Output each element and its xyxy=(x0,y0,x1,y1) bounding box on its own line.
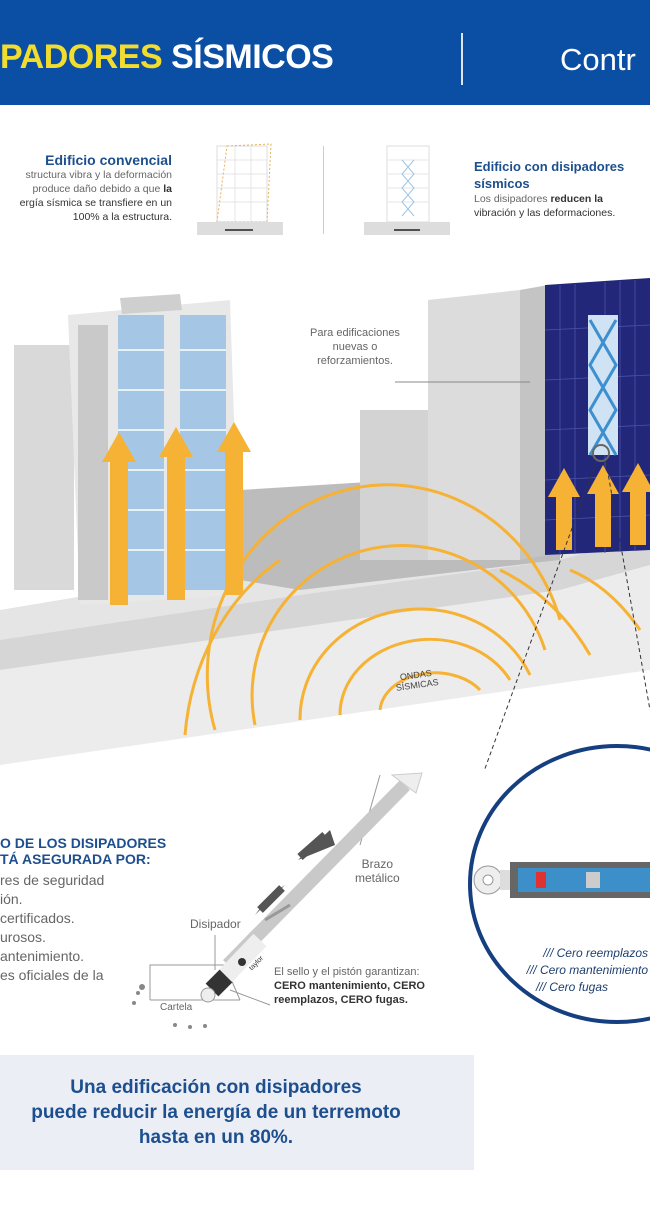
header-banner xyxy=(0,0,650,105)
quality-item: res de seguridad xyxy=(0,872,105,888)
detail-benefits: /// Cero reemplazos /// Cero mantenimien… xyxy=(490,945,648,996)
dissipator-desc-2: vibración y las deformaciones. xyxy=(474,207,616,219)
conventional-desc-1: structura vibra y la deformación xyxy=(25,169,172,181)
title-rest: SÍSMICOS xyxy=(171,38,334,76)
seal-note: El sello y el pistón garantizan: CERO ma… xyxy=(274,966,425,1006)
dissipator-title-1: Edificio con disipadores xyxy=(474,159,625,174)
header-divider xyxy=(461,33,463,85)
conventional-building-text: Edificio convencial structura vibra y la… xyxy=(0,152,172,224)
dissipator-device-diagram xyxy=(132,772,423,1029)
quality-item: urosos. xyxy=(0,929,46,945)
city-scene-illustration xyxy=(0,278,650,770)
quality-heading: O DE LOS DISIPADORES xyxy=(0,835,167,851)
header-right-title: Contr xyxy=(560,42,636,77)
conventional-title: Edificio convencial xyxy=(45,152,172,168)
quality-list: res de seguridad ión. certificados. uros… xyxy=(0,871,104,985)
title-highlight: PADORES xyxy=(0,38,163,76)
quality-item: antenimiento. xyxy=(0,948,85,964)
gusset-label: Cartela xyxy=(160,1002,193,1013)
conventional-building-diagram xyxy=(197,143,283,235)
quality-item: certificados. xyxy=(0,910,75,926)
conventional-desc-3: ergía sísmica se transfiere en un xyxy=(19,197,172,209)
conventional-desc-2: produce daño debido a que la xyxy=(32,183,172,195)
dissipator-label: Disipador xyxy=(190,917,241,931)
summary-band xyxy=(0,1055,474,1170)
dissipator-detail-illustration xyxy=(473,862,650,898)
page-title: PADORES SÍSMICOS xyxy=(0,38,334,77)
dissipator-desc-1: Los disipadores reducen la xyxy=(474,193,603,205)
conventional-desc-4: 100% a la estructura. xyxy=(72,211,172,223)
dissipator-building-text: Edificio con disipadores sísmicos Los di… xyxy=(474,158,648,220)
dissipator-title-2: sísmicos xyxy=(474,176,530,191)
benefit-item: /// Cero mantenimiento xyxy=(526,963,648,977)
comparison-divider xyxy=(323,146,324,234)
dissipator-building-diagram xyxy=(364,145,450,235)
benefit-item: /// Cero reemplazos xyxy=(543,946,648,960)
quality-heading-2: TÁ ASEGURADA POR: xyxy=(0,851,151,867)
quality-item: es oficiales de la xyxy=(0,967,104,983)
quality-item: ión. xyxy=(0,891,23,907)
benefit-item: /// Cero fugas xyxy=(535,980,608,994)
